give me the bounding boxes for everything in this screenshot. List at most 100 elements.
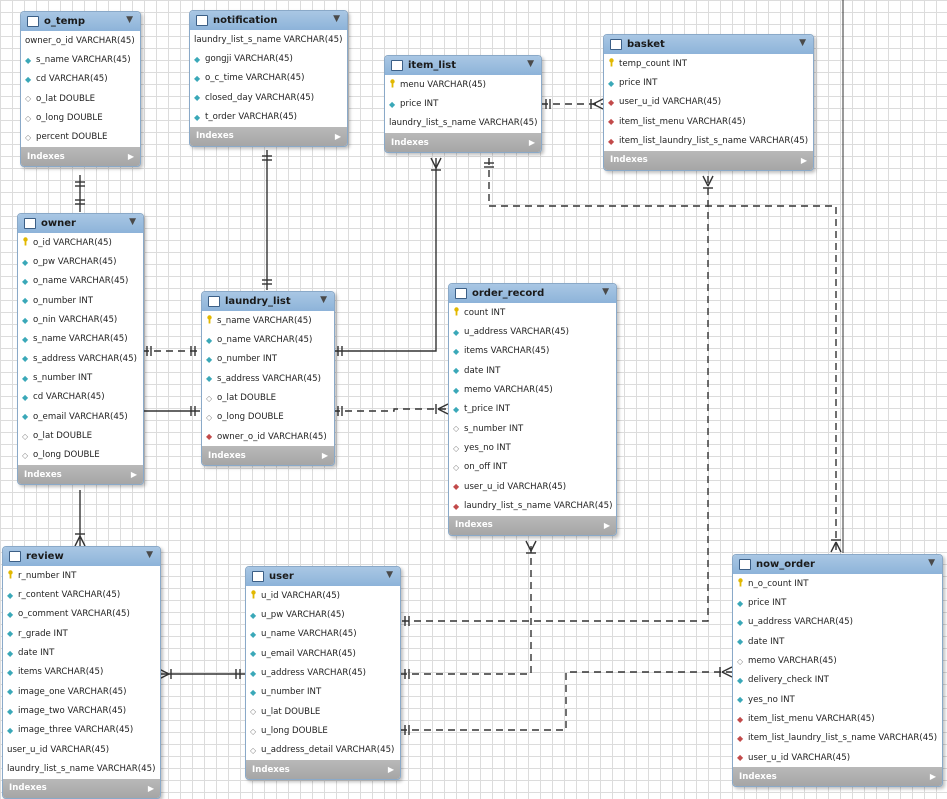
column-row[interactable]: ◇percent DOUBLE — [21, 128, 140, 147]
column-row[interactable]: ◆user_u_id VARCHAR(45) — [733, 748, 942, 767]
table-header[interactable]: item_list▼ — [385, 56, 541, 75]
column-row[interactable]: ◆u_address VARCHAR(45) — [733, 613, 942, 632]
table-owner[interactable]: owner▼o_id VARCHAR(45)◆o_pw VARCHAR(45)◆… — [17, 213, 144, 486]
expand-arrow-icon[interactable]: ▶ — [528, 138, 535, 148]
column-row[interactable]: laundry_list_s_name VARCHAR(45) — [190, 30, 347, 49]
column-row[interactable]: ◇on_off INT — [449, 458, 616, 477]
table-order_record[interactable]: order_record▼count INT◆u_address VARCHAR… — [448, 283, 617, 536]
column-row[interactable]: ◆closed_day VARCHAR(45) — [190, 88, 347, 107]
table-o_temp[interactable]: o_temp▼owner_o_id VARCHAR(45)◆s_name VAR… — [20, 11, 141, 168]
column-row[interactable]: ◆price INT — [385, 94, 541, 113]
column-row[interactable]: ◆o_name VARCHAR(45) — [202, 330, 334, 349]
column-row[interactable]: ◆item_list_laundry_list_s_name VARCHAR(4… — [733, 729, 942, 748]
column-row[interactable]: ◆memo VARCHAR(45) — [449, 380, 616, 399]
column-row[interactable]: menu VARCHAR(45) — [385, 75, 541, 94]
indexes-bar[interactable]: Indexes▶ — [3, 778, 160, 798]
column-row[interactable]: ◆image_one VARCHAR(45) — [3, 682, 160, 701]
indexes-bar[interactable]: Indexes▶ — [18, 465, 143, 485]
column-row[interactable]: ◆user_u_id VARCHAR(45) — [604, 93, 813, 112]
column-row[interactable]: count INT — [449, 303, 616, 322]
column-row[interactable]: ◆image_two VARCHAR(45) — [3, 701, 160, 720]
column-row[interactable]: ◆o_comment VARCHAR(45) — [3, 605, 160, 624]
indexes-bar[interactable]: Indexes▶ — [449, 515, 616, 535]
column-row[interactable]: ◆u_address VARCHAR(45) — [449, 322, 616, 341]
column-row[interactable]: ◆items VARCHAR(45) — [3, 663, 160, 682]
column-row[interactable]: ◆date INT — [733, 632, 942, 651]
column-row[interactable]: ◆item_list_menu VARCHAR(45) — [733, 709, 942, 728]
column-row[interactable]: ◆date INT — [3, 643, 160, 662]
indexes-bar[interactable]: Indexes▶ — [21, 147, 140, 167]
column-row[interactable]: ◆t_order VARCHAR(45) — [190, 107, 347, 126]
column-row[interactable]: temp_count INT — [604, 54, 813, 73]
column-row[interactable]: owner_o_id VARCHAR(45) — [21, 31, 140, 50]
table-review[interactable]: review▼r_number INT◆r_content VARCHAR(45… — [2, 546, 161, 799]
column-row[interactable]: ◆cd VARCHAR(45) — [18, 388, 143, 407]
collapse-arrow-icon[interactable]: ▼ — [146, 550, 153, 560]
column-row[interactable]: ◆s_address VARCHAR(45) — [202, 369, 334, 388]
column-row[interactable]: ◆user_u_id VARCHAR(45) — [449, 477, 616, 496]
column-row[interactable]: ◇s_number INT — [449, 419, 616, 438]
expand-arrow-icon[interactable]: ▶ — [321, 451, 328, 461]
collapse-arrow-icon[interactable]: ▼ — [799, 38, 806, 48]
column-row[interactable]: ◆o_pw VARCHAR(45) — [18, 252, 143, 271]
column-row[interactable]: ◆u_name VARCHAR(45) — [246, 625, 400, 644]
column-row[interactable]: ◆cd VARCHAR(45) — [21, 70, 140, 89]
column-row[interactable]: ◇o_long DOUBLE — [21, 108, 140, 127]
column-row[interactable]: ◇o_lat DOUBLE — [202, 388, 334, 407]
table-user[interactable]: user▼u_id VARCHAR(45)◆u_pw VARCHAR(45)◆u… — [245, 566, 401, 781]
indexes-bar[interactable]: Indexes▶ — [385, 133, 541, 153]
table-header[interactable]: user▼ — [246, 567, 400, 586]
column-row[interactable]: ◆item_list_laundry_list_s_name VARCHAR(4… — [604, 131, 813, 150]
column-row[interactable]: ◇u_long DOUBLE — [246, 721, 400, 740]
collapse-arrow-icon[interactable]: ▼ — [527, 59, 534, 69]
expand-arrow-icon[interactable]: ▶ — [387, 765, 394, 775]
column-row[interactable]: ◆u_pw VARCHAR(45) — [246, 605, 400, 624]
column-row[interactable]: n_o_count INT — [733, 574, 942, 593]
table-header[interactable]: laundry_list▼ — [202, 292, 334, 311]
table-header[interactable]: basket▼ — [604, 35, 813, 54]
column-row[interactable]: ◆o_name VARCHAR(45) — [18, 272, 143, 291]
column-row[interactable]: ◆gongji VARCHAR(45) — [190, 49, 347, 68]
collapse-arrow-icon[interactable]: ▼ — [320, 295, 327, 305]
column-row[interactable]: ◆o_c_time VARCHAR(45) — [190, 69, 347, 88]
column-row[interactable]: ◆o_email VARCHAR(45) — [18, 407, 143, 426]
table-header[interactable]: review▼ — [3, 547, 160, 566]
column-row[interactable]: u_id VARCHAR(45) — [246, 586, 400, 605]
column-row[interactable]: ◆o_nin VARCHAR(45) — [18, 310, 143, 329]
table-header[interactable]: owner▼ — [18, 214, 143, 233]
collapse-arrow-icon[interactable]: ▼ — [126, 15, 133, 25]
indexes-bar[interactable]: Indexes▶ — [190, 126, 347, 146]
table-header[interactable]: o_temp▼ — [21, 12, 140, 31]
column-row[interactable]: ◆image_three VARCHAR(45) — [3, 721, 160, 740]
column-row[interactable]: ◇o_lat DOUBLE — [21, 89, 140, 108]
collapse-arrow-icon[interactable]: ▼ — [928, 558, 935, 568]
indexes-bar[interactable]: Indexes▶ — [733, 767, 942, 787]
column-row[interactable]: ◇o_long DOUBLE — [202, 408, 334, 427]
column-row[interactable]: ◇u_address_detail VARCHAR(45) — [246, 741, 400, 760]
column-row[interactable]: ◆yes_no INT — [733, 690, 942, 709]
column-row[interactable]: ◆date INT — [449, 361, 616, 380]
collapse-arrow-icon[interactable]: ▼ — [386, 570, 393, 580]
expand-arrow-icon[interactable]: ▶ — [130, 470, 137, 480]
column-row[interactable]: ◆s_number INT — [18, 368, 143, 387]
expand-arrow-icon[interactable]: ▶ — [800, 155, 807, 165]
collapse-arrow-icon[interactable]: ▼ — [333, 14, 340, 24]
indexes-bar[interactable]: Indexes▶ — [246, 760, 400, 780]
column-row[interactable]: r_number INT — [3, 566, 160, 585]
column-row[interactable]: ◆item_list_menu VARCHAR(45) — [604, 112, 813, 131]
column-row[interactable]: ◆o_number INT — [18, 291, 143, 310]
column-row[interactable]: ◆s_name VARCHAR(45) — [21, 50, 140, 69]
table-notification[interactable]: notification▼laundry_list_s_name VARCHAR… — [189, 10, 348, 147]
column-row[interactable]: ◆r_grade INT — [3, 624, 160, 643]
indexes-bar[interactable]: Indexes▶ — [202, 446, 334, 466]
table-basket[interactable]: basket▼temp_count INT◆price INT◆user_u_i… — [603, 34, 814, 171]
column-row[interactable]: ◇u_lat DOUBLE — [246, 702, 400, 721]
column-row[interactable]: ◆laundry_list_s_name VARCHAR(45) — [449, 496, 616, 515]
column-row[interactable]: user_u_id VARCHAR(45) — [3, 740, 160, 759]
expand-arrow-icon[interactable]: ▶ — [127, 152, 134, 162]
column-row[interactable]: ◇yes_no INT — [449, 438, 616, 457]
expand-arrow-icon[interactable]: ▶ — [334, 131, 341, 141]
column-row[interactable]: ◆owner_o_id VARCHAR(45) — [202, 427, 334, 446]
column-row[interactable]: ◆u_email VARCHAR(45) — [246, 644, 400, 663]
